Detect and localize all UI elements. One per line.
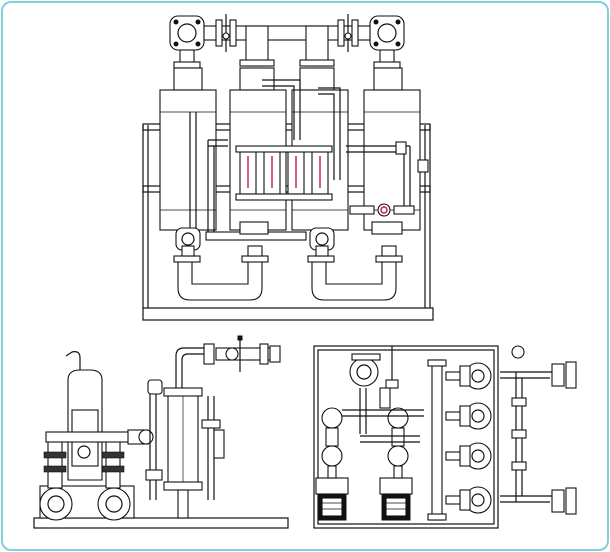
top-valve [225,347,239,361]
plan-gauge [511,345,525,359]
bottom-flange-right [309,227,335,251]
top-flange-left [169,15,205,51]
plan-tank [349,357,379,387]
plan-outlet-flange-top [551,363,565,387]
flow-indicators [235,145,333,201]
pressure-tank [65,351,103,481]
side-base-skid [33,517,289,529]
base-skid [142,307,434,321]
plan-housings [464,362,492,514]
plan-outlet-flange-bottom [551,489,565,513]
vessel-1 [159,67,217,231]
front-elevation [142,14,434,321]
plan-view [313,345,577,529]
side-filter-column [163,387,203,491]
side-pump-right [97,487,131,521]
plan-motor-left [315,477,349,521]
top-flange-right [369,15,405,51]
side-elevation [33,335,289,529]
pressure-gauge [377,203,391,217]
plan-motor-right [379,477,413,521]
side-pump-left [39,487,73,521]
side-gauge [138,429,154,445]
